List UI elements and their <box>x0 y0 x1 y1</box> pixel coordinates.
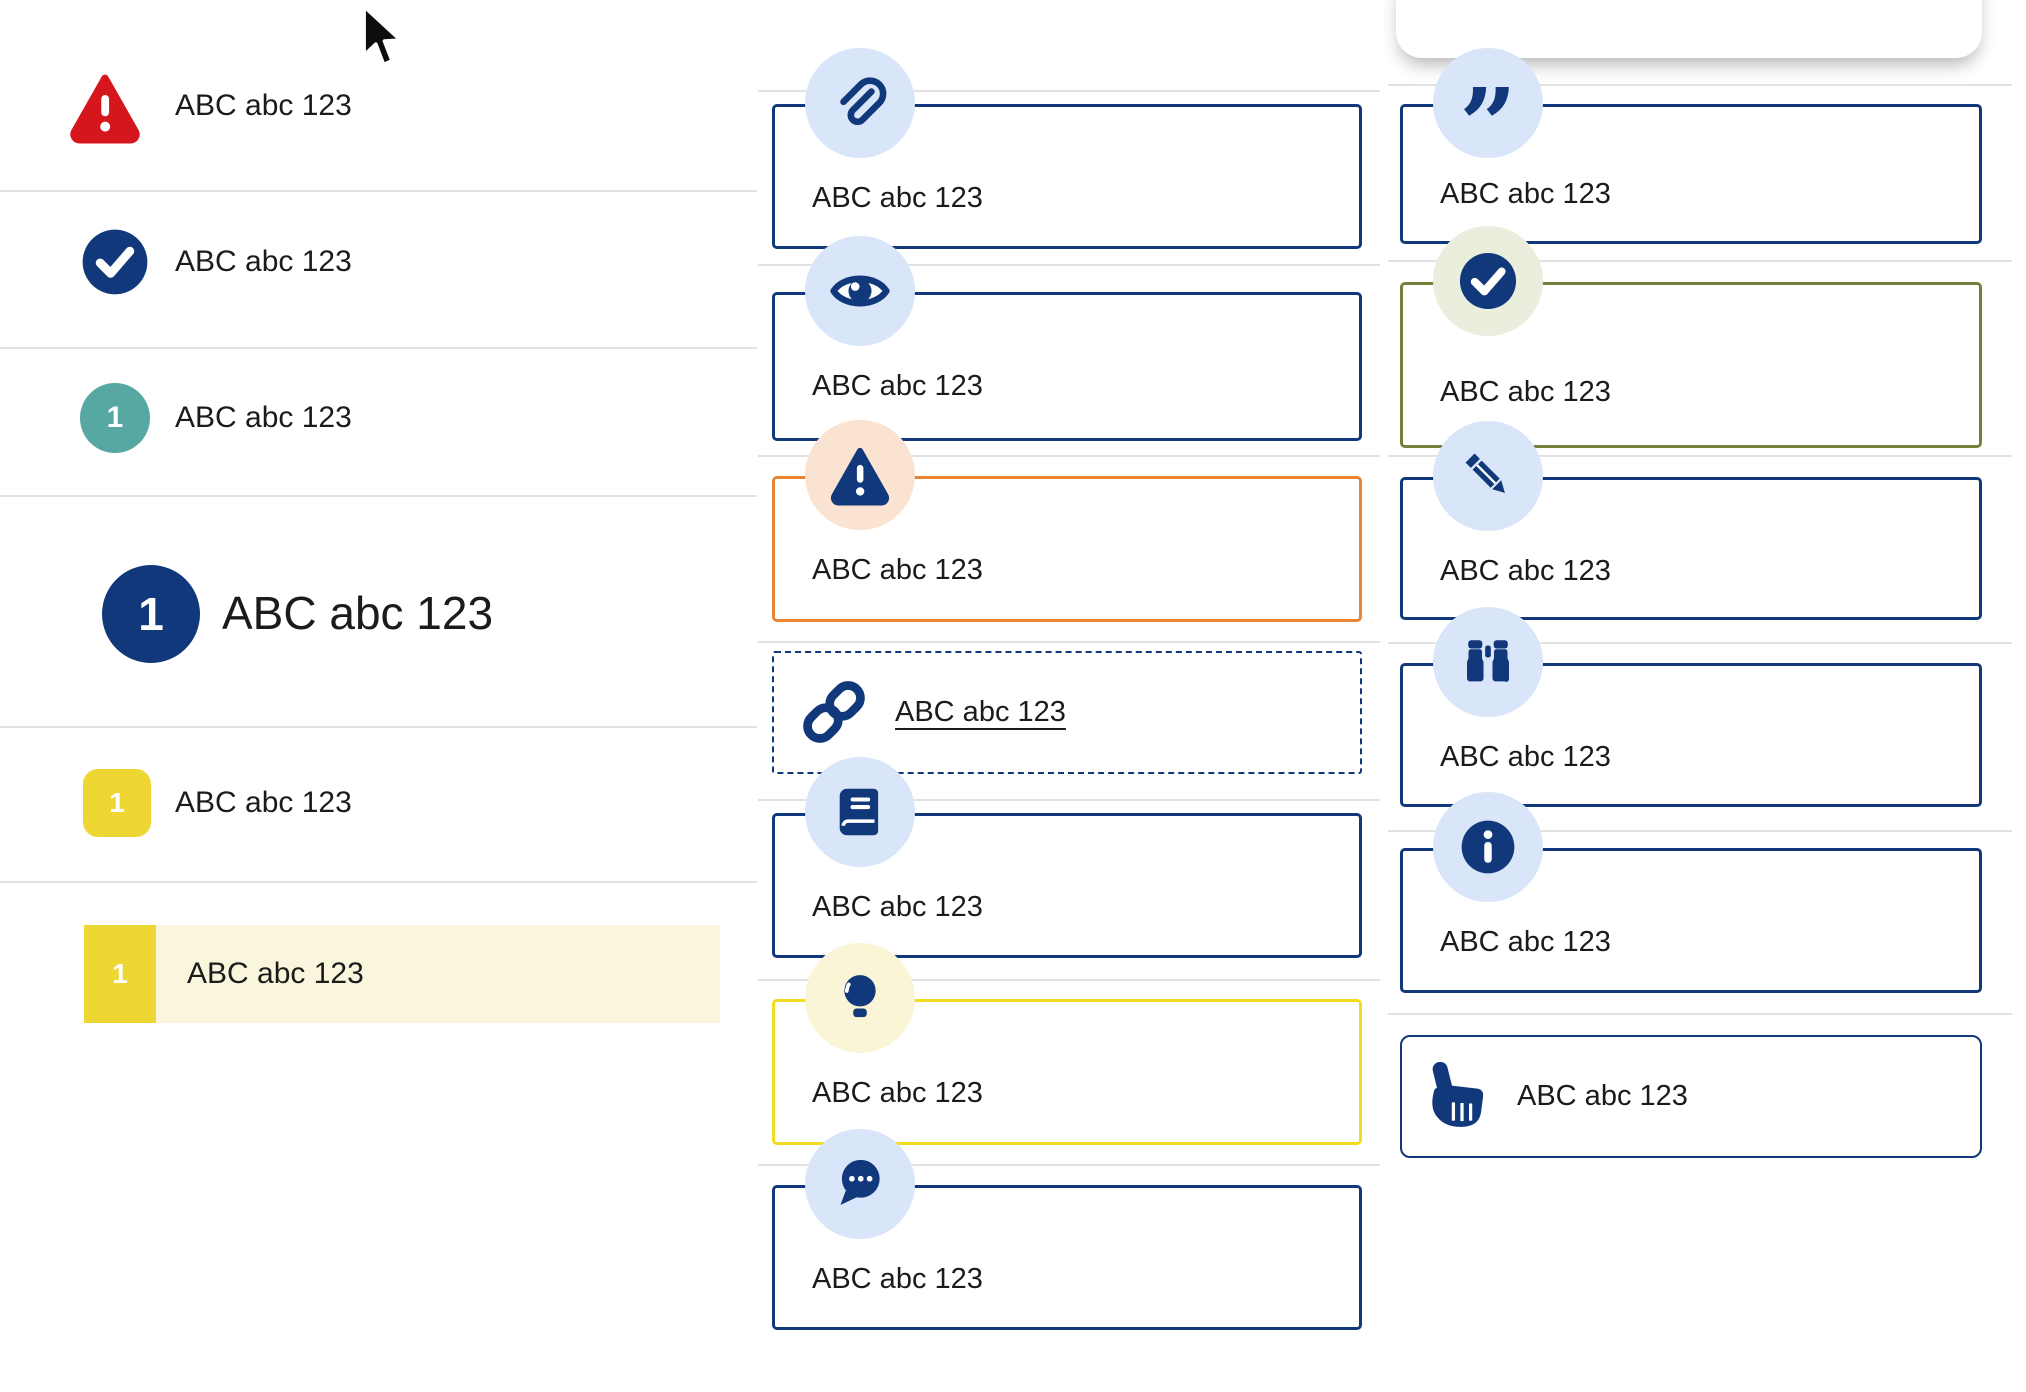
callout-edit: ABC abc 123 <box>1400 421 1982 620</box>
callout-info: ABC abc 123 <box>1400 792 1982 993</box>
divider <box>758 455 1380 457</box>
divider <box>0 347 757 349</box>
divider <box>758 979 1380 981</box>
list-item-step-selected[interactable]: 1 ABC abc 123 <box>84 925 720 1023</box>
callout-attachment: ABC abc 123 <box>772 48 1362 249</box>
callout-label: ABC abc 123 <box>812 1263 983 1295</box>
callout-success: ABC abc 123 <box>1400 226 1982 448</box>
list-item-label: ABC abc 123 <box>175 245 352 278</box>
list-item-step-yellow[interactable]: 1 ABC abc 123 <box>0 759 757 851</box>
callout-visibility: ABC abc 123 <box>772 236 1362 441</box>
list-item-success[interactable]: ABC abc 123 <box>0 217 757 313</box>
callout-label: ABC abc 123 <box>1440 926 1611 958</box>
divider <box>758 264 1380 266</box>
binoculars-icon <box>1433 607 1543 717</box>
callout-comment: ABC abc 123 <box>772 1129 1362 1330</box>
divider <box>1388 84 2012 86</box>
callout-explore: ABC abc 123 <box>1400 607 1982 807</box>
list-item-step-teal[interactable]: 1 ABC abc 123 <box>0 372 757 468</box>
divider <box>758 799 1380 801</box>
callout-label: ABC abc 123 <box>812 182 983 214</box>
yellow-number-badge: 1 <box>84 925 156 1023</box>
divider <box>0 726 757 728</box>
lightbulb-icon <box>805 943 915 1053</box>
divider <box>1388 642 2012 644</box>
divider <box>0 190 757 192</box>
callout-reference: ABC abc 123 <box>772 757 1362 958</box>
eye-icon <box>805 236 915 346</box>
callout-action-button[interactable]: ABC abc 123 <box>1400 1035 1982 1158</box>
mouse-cursor-icon <box>360 4 404 77</box>
callout-label: ABC abc 123 <box>1440 741 1611 773</box>
callout-quote: ” ABC abc 123 <box>1400 48 1982 244</box>
hand-pointer-icon <box>1416 1054 1502 1140</box>
warning-triangle-icon <box>805 420 915 530</box>
callout-link: ABC abc 123 <box>772 651 1362 774</box>
callout-warning: ABC abc 123 <box>772 420 1362 622</box>
callout-label: ABC abc 123 <box>812 1077 983 1109</box>
paperclip-icon <box>805 48 915 158</box>
info-circle-icon <box>1433 792 1543 902</box>
divider <box>0 881 757 883</box>
divider <box>758 90 1380 92</box>
callout-label: ABC abc 123 <box>812 370 983 402</box>
list-item-label: ABC abc 123 <box>175 401 352 434</box>
list-item-label: ABC abc 123 <box>175 786 352 819</box>
yellow-number-badge: 1 <box>83 769 151 837</box>
list-item-alert[interactable]: ABC abc 123 <box>0 60 757 156</box>
divider <box>758 641 1380 643</box>
callout-label: ABC abc 123 <box>1440 376 1611 408</box>
warning-triangle-icon <box>68 70 142 144</box>
callout-tip: ABC abc 123 <box>772 943 1362 1145</box>
callout-label: ABC abc 123 <box>1440 178 1611 210</box>
quote-icon: ” <box>1433 48 1543 175</box>
pencil-icon <box>1433 421 1543 531</box>
divider <box>758 1164 1380 1166</box>
list-item-step-heading[interactable]: 1 ABC abc 123 <box>0 555 757 679</box>
teal-number-badge: 1 <box>80 383 150 453</box>
callout-link-text[interactable]: ABC abc 123 <box>895 696 1066 728</box>
callout-label: ABC abc 123 <box>1517 1080 1688 1112</box>
chat-bubble-icon <box>805 1129 915 1239</box>
book-icon <box>805 757 915 867</box>
list-item-label: ABC abc 123 <box>175 89 352 122</box>
link-icon <box>796 674 872 750</box>
callout-label: ABC abc 123 <box>1440 555 1611 587</box>
divider <box>1388 830 2012 832</box>
list-item-heading-label: ABC abc 123 <box>222 587 494 639</box>
list-item-label: ABC abc 123 <box>187 957 364 990</box>
navy-number-badge-large: 1 <box>102 565 200 663</box>
divider <box>1388 1013 2012 1015</box>
callout-label: ABC abc 123 <box>812 554 983 586</box>
quote-glyph: ” <box>1459 66 1517 184</box>
divider <box>1388 455 2012 457</box>
check-circle-icon <box>1433 226 1543 336</box>
divider <box>1388 260 2012 262</box>
callout-label: ABC abc 123 <box>812 891 983 923</box>
check-circle-icon <box>80 227 150 297</box>
divider <box>0 495 757 497</box>
